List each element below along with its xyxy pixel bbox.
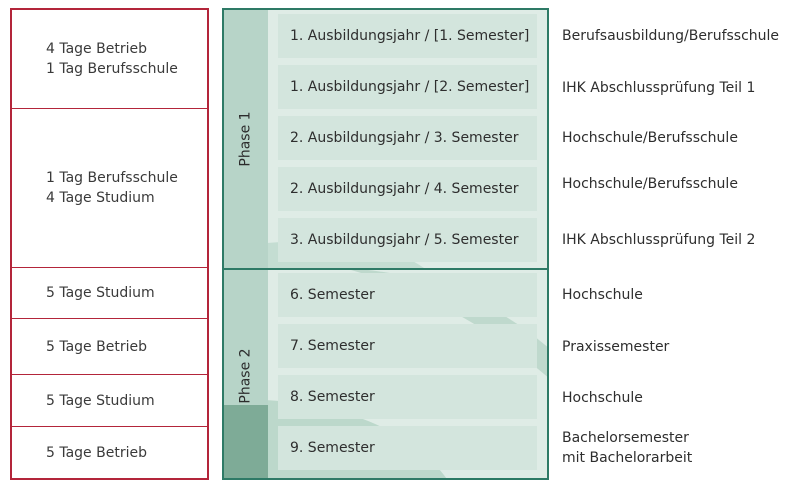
- right-label-2-line-1: IHK Abschlussprüfung Teil 1: [562, 80, 756, 96]
- semester-box-1: 1. Ausbildungsjahr / [1. Semester]: [278, 14, 537, 58]
- left-cell-5-line-1: 5 Tage Studium: [46, 392, 155, 409]
- semester-box-2: 1. Ausbildungsjahr / [2. Semester]: [278, 65, 537, 109]
- semester-panel: Phase 1 Phase 2 1. Ausbildungsjahr / [1.…: [222, 8, 549, 480]
- semester-box-4-label: 2. Ausbildungsjahr / 4. Semester: [290, 181, 519, 197]
- left-cell-1: 4 Tage Betrieb 1 Tag Berufsschule: [12, 10, 207, 109]
- right-label-7-line-1: Praxissemester: [562, 339, 670, 355]
- right-label-5-line-1: IHK Abschlussprüfung Teil 2: [562, 232, 756, 248]
- left-cell-3-line-1: 5 Tage Studium: [46, 285, 155, 301]
- phase-2-strip-dark: [224, 405, 268, 478]
- left-cell-6: 5 Tage Betrieb: [12, 427, 207, 478]
- right-label-6: Hochschule: [562, 285, 643, 305]
- right-label-6-line-1: Hochschule: [562, 287, 643, 303]
- left-column: 4 Tage Betrieb 1 Tag Berufsschule 1 Tag …: [10, 8, 209, 480]
- left-cell-4-line-1: 5 Tage Betrieb: [46, 338, 147, 355]
- phase-1-text: Phase 1: [238, 111, 255, 167]
- phase-1-label: Phase 1: [226, 10, 266, 268]
- right-label-4: Hochschule/Berufsschule: [562, 174, 738, 194]
- right-label-4-line-1: Hochschule/Berufsschule: [562, 176, 738, 192]
- left-cell-5: 5 Tage Studium: [12, 375, 207, 427]
- semester-box-7: 7. Semester: [278, 324, 537, 368]
- right-label-8: Hochschule: [562, 388, 643, 408]
- right-label-7: Praxissemester: [562, 337, 669, 357]
- left-cell-6-line-1: 5 Tage Betrieb: [46, 444, 147, 461]
- phase-2-text: Phase 2: [238, 348, 255, 404]
- semester-box-5: 3. Ausbildungsjahr / 5. Semester: [278, 218, 537, 262]
- semester-box-2-label: 1. Ausbildungsjahr / [2. Semester]: [290, 79, 530, 95]
- right-label-3: Hochschule/Berufsschule: [562, 128, 738, 148]
- phase-1-strip: [224, 10, 268, 268]
- right-label-1-line-1: Berufsausbildung/Berufsschule: [562, 28, 780, 44]
- semester-box-4: 2. Ausbildungsjahr / 4. Semester: [278, 167, 537, 211]
- right-label-9-line-2: mit Bachelorarbeit: [562, 450, 693, 466]
- left-cell-1-line-2: 1 Tag Berufsschule: [46, 61, 178, 77]
- phase-divider: [224, 268, 547, 270]
- left-cell-1-line-1: 4 Tage Betrieb: [46, 41, 147, 57]
- semester-box-3: 2. Ausbildungsjahr / 3. Semester: [278, 116, 537, 160]
- right-label-5: IHK Abschlussprüfung Teil 2: [562, 230, 755, 250]
- left-cell-2-line-1: 1 Tag Berufsschule: [46, 170, 178, 186]
- semester-box-9-label: 9. Semester: [290, 440, 375, 456]
- semester-box-6-label: 6. Semester: [290, 287, 375, 303]
- right-label-2: IHK Abschlussprüfung Teil 1: [562, 78, 755, 98]
- semester-box-8-label: 8. Semester: [290, 389, 375, 405]
- semester-box-5-label: 3. Ausbildungsjahr / 5. Semester: [290, 232, 519, 248]
- right-label-3-line-1: Hochschule/Berufsschule: [562, 130, 738, 146]
- phase-2-label: Phase 2: [226, 270, 266, 478]
- semester-box-6: 6. Semester: [278, 273, 537, 317]
- right-label-1: Berufsausbildung/Berufsschule: [562, 26, 779, 46]
- left-cell-2-line-2: 4 Tage Studium: [46, 190, 155, 206]
- left-cell-3: 5 Tage Studium: [12, 268, 207, 319]
- semester-box-8: 8. Semester: [278, 375, 537, 419]
- left-cell-2: 1 Tag Berufsschule 4 Tage Studium: [12, 109, 207, 268]
- left-cell-4: 5 Tage Betrieb: [12, 319, 207, 375]
- right-label-9: Bachelorsemester mit Bachelorarbeit: [562, 428, 692, 468]
- semester-box-1-label: 1. Ausbildungsjahr / [1. Semester]: [290, 28, 530, 44]
- right-label-8-line-1: Hochschule: [562, 390, 643, 406]
- semester-box-9: 9. Semester: [278, 426, 537, 470]
- semester-box-3-label: 2. Ausbildungsjahr / 3. Semester: [290, 130, 519, 146]
- semester-box-7-label: 7. Semester: [290, 338, 375, 354]
- right-label-9-line-1: Bachelorsemester: [562, 430, 689, 446]
